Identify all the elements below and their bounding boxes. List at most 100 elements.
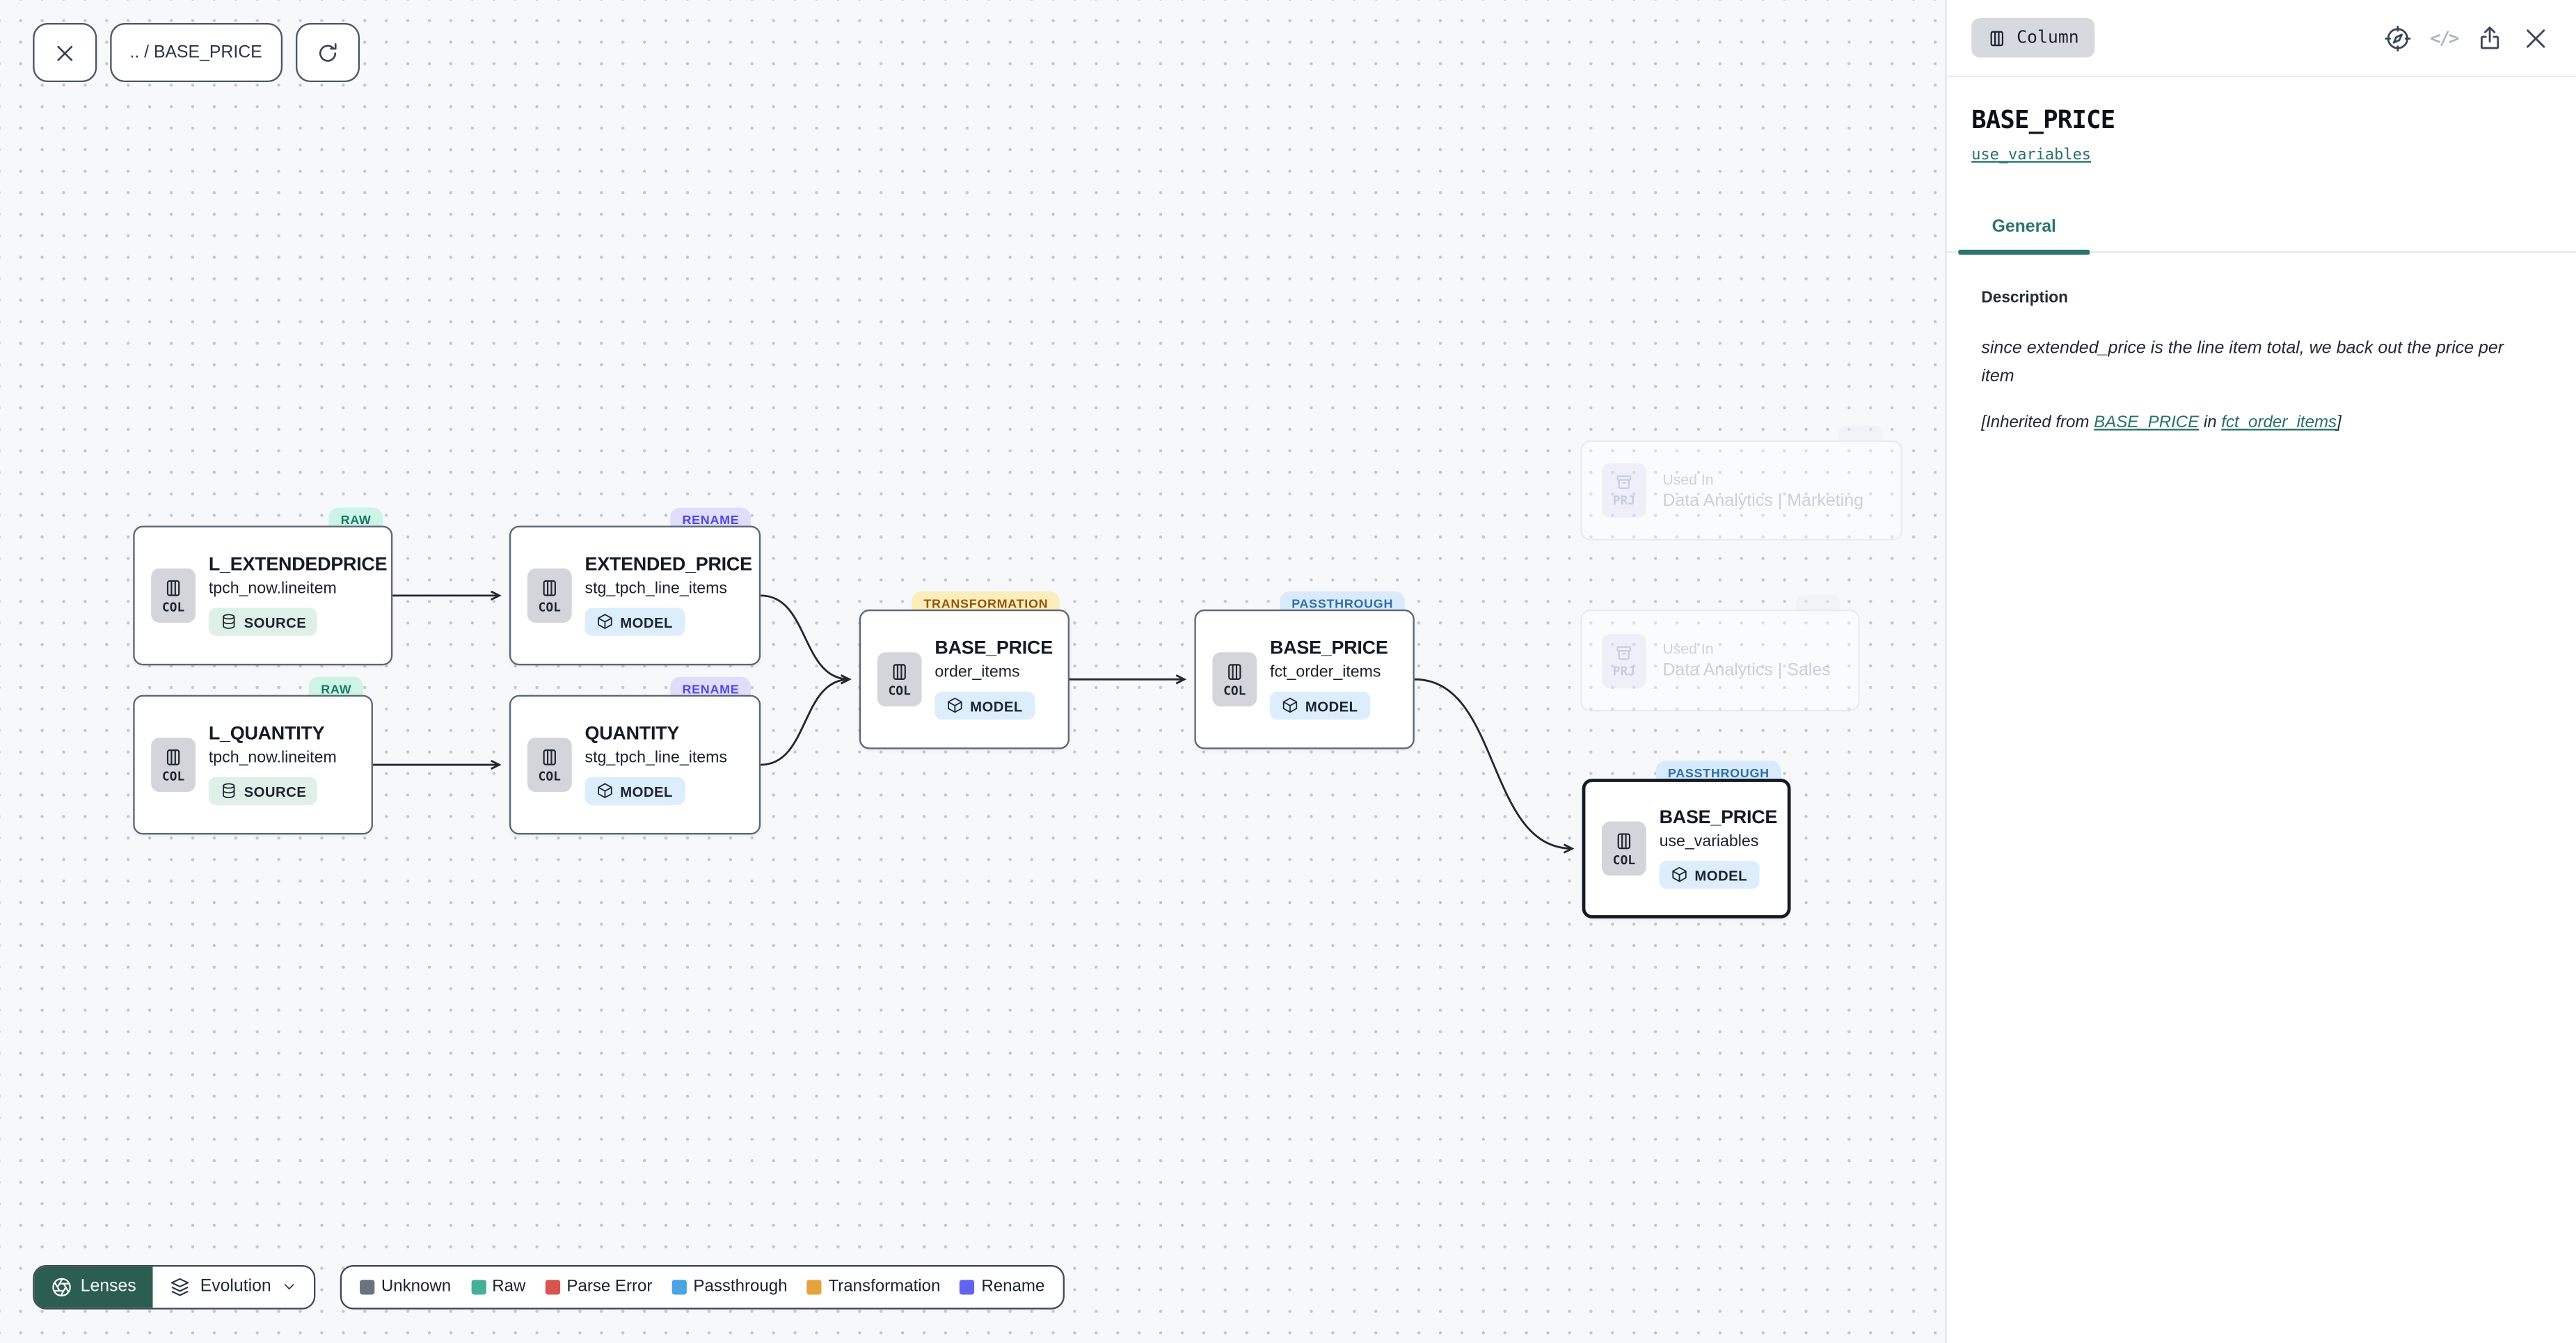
panel-content: Description since extended_price is the … — [1947, 253, 2576, 433]
close-panel-button[interactable] — [2522, 24, 2550, 51]
project-icon — [1616, 475, 1632, 489]
column-badge: COL — [1212, 652, 1257, 707]
node-title: BASE_PRICE — [1270, 639, 1388, 659]
legend-label: Parse Error — [566, 1277, 653, 1296]
entity-type-chip: Column — [1971, 17, 2096, 58]
node-body: QUANTITY stg_tpch_line_items MODEL — [585, 724, 727, 805]
node-body: L_QUANTITY tpch_now.lineitem SOURCE — [208, 724, 337, 805]
inherited-suffix: ] — [2337, 414, 2342, 433]
node-body: EXTENDED_PRICE stg_tpch_line_items MODEL — [585, 555, 752, 636]
node-title: BASE_PRICE — [1659, 808, 1778, 828]
legend-item: Raw — [470, 1278, 525, 1296]
node-card: COL L_EXTENDEDPRICE tpch_now.lineitem SO… — [133, 525, 393, 666]
inherited-model-link[interactable]: fct_order_items — [2221, 414, 2337, 433]
node-kind-chip: SOURCE — [208, 607, 318, 636]
cube-icon — [1282, 698, 1298, 713]
node-card: COL BASE_PRICE use_variables MODEL — [1582, 779, 1791, 919]
project-badge: PRJ — [1601, 463, 1646, 518]
project-icon — [1616, 645, 1632, 660]
panel-title-block: BASE_PRICE use_variables — [1947, 77, 2576, 168]
panel-header: Column </> — [1946, 0, 2576, 77]
lenses-control: Lenses Evolution — [33, 1264, 316, 1309]
inherited-note: [Inherited from BASE_PRICE in fct_order_… — [1981, 415, 2540, 433]
used-in-name: Data Analytics | Sales — [1662, 660, 1831, 681]
node-title: QUANTITY — [585, 724, 680, 745]
column-badge: COL — [151, 738, 196, 793]
ghost-tag — [1795, 594, 1840, 615]
change-type-tag: RENAME — [670, 676, 751, 704]
node-kind-chip: MODEL — [935, 691, 1035, 720]
column-badge-label: COL — [161, 598, 185, 614]
column-badge-label: COL — [888, 682, 911, 698]
explore-button[interactable] — [2384, 24, 2412, 51]
used-in-label: Used In — [1662, 640, 1714, 658]
legend-swatch — [960, 1279, 975, 1294]
node-kind-chip: MODEL — [585, 777, 685, 805]
legend-label: Rename — [981, 1277, 1045, 1296]
column-icon — [1228, 663, 1241, 679]
lineage-node[interactable]: RENAME COL QUANTITY stg_tpch_line_items … — [509, 676, 761, 835]
node-card: COL BASE_PRICE order_items MODEL — [859, 609, 1070, 749]
lineage-node[interactable]: PASSTHROUGH COL BASE_PRICE use_variables… — [1582, 761, 1791, 919]
node-title: L_QUANTITY — [208, 724, 325, 745]
column-icon — [1617, 832, 1631, 849]
share-icon — [2480, 25, 2499, 49]
panel-actions: </> — [2384, 24, 2550, 51]
close-lineage-button[interactable] — [33, 23, 97, 83]
column-badge-label: COL — [1223, 682, 1246, 698]
refresh-button[interactable] — [294, 23, 359, 83]
node-kind-label: MODEL — [620, 783, 673, 800]
node-body: BASE_PRICE order_items MODEL — [935, 639, 1053, 720]
lineage-node[interactable]: RENAME COL EXTENDED_PRICE stg_tpch_line_… — [509, 507, 761, 666]
node-kind-chip: MODEL — [1659, 861, 1759, 889]
share-button[interactable] — [2476, 24, 2504, 51]
legend-swatch — [360, 1279, 375, 1294]
node-kind-label: MODEL — [1694, 866, 1747, 884]
aperture-icon — [52, 1277, 71, 1296]
description-heading: Description — [1981, 289, 2068, 308]
node-kind-chip: MODEL — [1270, 691, 1369, 720]
entity-type-label: Column — [2017, 28, 2079, 48]
lineage-node[interactable]: PASSTHROUGH COL BASE_PRICE fct_order_ite… — [1194, 591, 1415, 749]
description-text: since extended_price is the line item to… — [1981, 338, 2504, 387]
lenses-button[interactable]: Lenses — [34, 1266, 153, 1308]
column-badge: COL — [877, 652, 922, 707]
column-badge: COL — [527, 568, 572, 623]
tab-general[interactable]: General — [1958, 207, 2090, 255]
database-icon — [223, 784, 235, 799]
inherited-middle: in — [2199, 414, 2222, 433]
breadcrumb[interactable]: .. / BASE_PRICE — [110, 23, 282, 83]
column-icon — [543, 579, 556, 596]
lens-mode-dropdown[interactable]: Evolution — [152, 1266, 315, 1308]
close-icon — [57, 45, 73, 61]
lineage-node[interactable]: TRANSFORMATION COL BASE_PRICE order_item… — [859, 591, 1070, 749]
inherited-prefix: [Inherited from — [1981, 414, 2094, 433]
database-icon — [223, 614, 235, 630]
canvas-toolbar: .. / BASE_PRICE — [33, 23, 359, 83]
model-link[interactable]: use_variables — [1971, 146, 2091, 165]
layers-icon — [170, 1277, 189, 1296]
column-badge-label: COL — [1612, 852, 1636, 867]
column-badge-label: COL — [538, 598, 561, 614]
column-icon — [166, 748, 180, 765]
node-kind-label: MODEL — [970, 697, 1023, 714]
node-subtitle: tpch_now.lineitem — [208, 749, 337, 768]
used-in-card: PRJ Used In Data Analytics | Sales — [1580, 594, 1860, 712]
node-kind-label: MODEL — [1305, 697, 1358, 714]
node-title: L_EXTENDEDPRICE — [208, 555, 388, 575]
legend-item: Unknown — [360, 1278, 451, 1296]
lineage-node[interactable]: RAW COL L_QUANTITY tpch_now.lineitem SOU… — [133, 676, 373, 835]
node-card: COL L_QUANTITY tpch_now.lineitem SOURCE — [133, 694, 373, 835]
node-kind-chip: MODEL — [585, 607, 685, 636]
inherited-column-link[interactable]: BASE_PRICE — [2094, 414, 2200, 433]
project-badge-label: PRJ — [1612, 493, 1636, 508]
lineage-node[interactable]: RAW COL L_EXTENDEDPRICE tpch_now.lineite… — [133, 507, 393, 666]
column-icon — [166, 579, 180, 596]
used-in-card-body: PRJ Used In Data Analytics | Sales — [1580, 609, 1860, 712]
view-code-button[interactable]: </> — [2430, 26, 2459, 49]
node-card: COL BASE_PRICE fct_order_items MODEL — [1194, 609, 1415, 749]
used-in-card-body: PRJ Used In Data Analytics | Marketing — [1580, 440, 1903, 541]
panel-title: BASE_PRICE — [1971, 105, 2115, 135]
